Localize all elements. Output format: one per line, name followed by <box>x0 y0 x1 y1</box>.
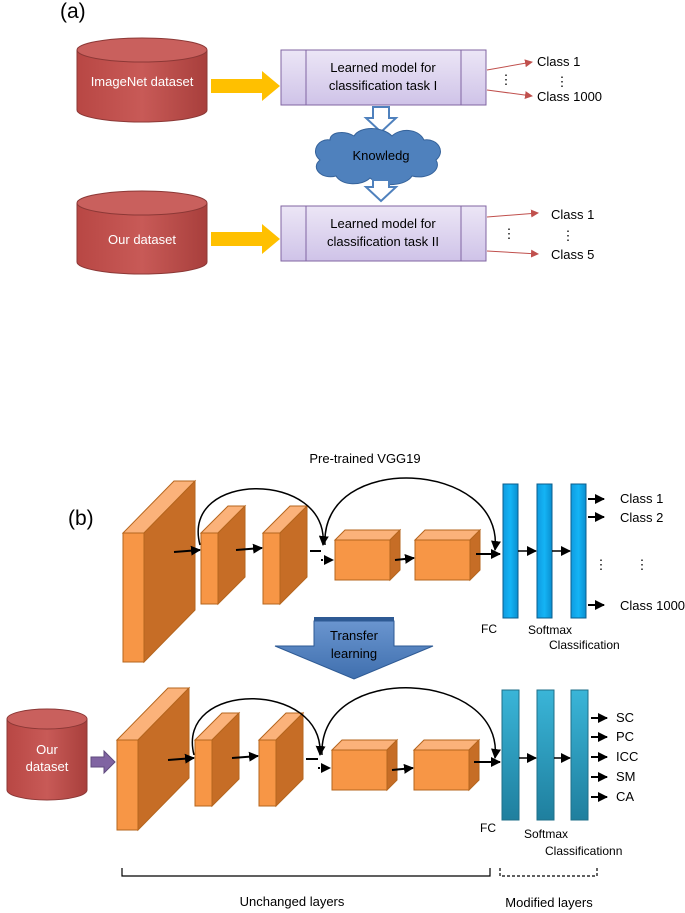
vertical-dots: ⋮ <box>595 557 608 572</box>
flow-arrow-icon <box>394 553 415 564</box>
input-arrow-icon <box>90 749 116 775</box>
conv-block-small <box>412 738 481 792</box>
modified-layers-bracket <box>499 868 598 877</box>
skip-connection-arc <box>321 687 501 759</box>
skip-connection-arc <box>191 698 326 756</box>
yellow-arrow-icon <box>211 71 280 101</box>
our-dataset-label: Our dataset <box>108 232 176 247</box>
conv-block-medium <box>199 504 247 606</box>
flow-arrow-icon <box>231 751 259 762</box>
panel-a-label: (a) <box>60 0 86 23</box>
panel-b-label: (b) <box>68 507 94 530</box>
flow-arrow-icon <box>173 545 201 556</box>
output-icc: ICC <box>616 749 638 764</box>
row1-output-class-1000: Class 1000 <box>537 89 602 104</box>
model-box-task-1 <box>280 49 487 106</box>
class-arrow-icon <box>486 59 533 71</box>
top-output-class-2: Class 2 <box>620 510 663 525</box>
our-dataset-b-line2: dataset <box>26 759 69 774</box>
class-arrow-icon <box>486 89 533 100</box>
class-arrow-icon <box>486 249 539 258</box>
row2-output-class-5: Class 5 <box>551 247 594 262</box>
down-arrow-icon <box>363 179 399 203</box>
conv-block-medium <box>257 711 305 808</box>
skip-connection-arc <box>324 477 501 551</box>
top-output-class-1000: Class 1000 <box>620 598 685 613</box>
output-ca: CA <box>616 789 634 804</box>
model-box-task-2 <box>280 205 487 262</box>
softmax-label-top: Softmax <box>528 623 572 637</box>
imagenet-dataset-cylinder <box>76 37 208 123</box>
transfer-label-line1: Transfer <box>330 628 379 643</box>
softmax-layer-top <box>536 483 553 619</box>
output-pc: PC <box>616 729 634 744</box>
output-sc: SC <box>616 710 634 725</box>
conv-block-large <box>115 686 191 832</box>
flow-arrow-icon <box>167 753 195 764</box>
knowledge-cloud <box>315 128 441 185</box>
flow-arrow-icon <box>235 543 263 554</box>
unchanged-layers-label: Unchanged layers <box>240 894 345 909</box>
model-2-line2: classification task II <box>327 234 439 249</box>
conv-block-medium <box>261 504 309 606</box>
fc-layer-bottom <box>501 689 520 821</box>
conv-block-small <box>330 738 399 792</box>
vertical-dots: ⋮ <box>636 557 649 572</box>
classification-layer-bottom <box>570 689 589 821</box>
classification-layer-top <box>570 483 587 619</box>
our-dataset-cylinder <box>76 190 208 275</box>
fc-layer-top <box>502 483 519 619</box>
transfer-label-line2: learning <box>331 646 377 661</box>
flow-arrow-icon <box>391 763 414 774</box>
top-output-class-1: Class 1 <box>620 491 663 506</box>
fc-label-top: FC <box>481 622 497 636</box>
model-1-line2: classification task I <box>329 78 437 93</box>
vgg19-title: Pre-trained VGG19 <box>309 451 420 466</box>
vertical-dots: ⋮ <box>556 74 569 89</box>
softmax-layer-bottom <box>536 689 555 821</box>
imagenet-dataset-label: ImageNet dataset <box>91 74 194 89</box>
knowledge-label: Knowledg <box>352 148 409 163</box>
skip-connection-arc <box>197 488 329 546</box>
vertical-dots: ⋮ <box>562 228 575 243</box>
conv-block-small <box>413 528 482 582</box>
yellow-arrow-icon <box>211 224 280 254</box>
vertical-dots: ⋮ <box>500 72 513 87</box>
softmax-label-bottom: Softmax <box>524 827 568 841</box>
row1-output-class-1: Class 1 <box>537 54 580 69</box>
model-1-line1: Learned model for <box>330 60 436 75</box>
our-dataset-b-line1: Our <box>36 742 58 757</box>
classification-label-bottom: Classificationn <box>545 844 622 858</box>
conv-block-small <box>333 528 402 582</box>
model-2-line1: Learned model for <box>330 216 436 231</box>
modified-layers-label: Modified layers <box>505 895 593 910</box>
our-dataset-cylinder-b <box>6 708 88 801</box>
vertical-dots: ⋮ <box>503 226 516 241</box>
unchanged-layers-bracket <box>121 868 491 877</box>
conv-block-large <box>121 479 197 664</box>
class-arrow-icon <box>486 209 539 218</box>
output-sm: SM <box>616 769 636 784</box>
conv-block-medium <box>193 711 241 808</box>
down-arrow-icon <box>363 106 399 134</box>
classification-label-top: Classification <box>549 638 620 652</box>
row2-output-class-1: Class 1 <box>551 207 594 222</box>
transfer-learning-arrow <box>274 617 434 680</box>
fc-label-bottom: FC <box>480 821 496 835</box>
